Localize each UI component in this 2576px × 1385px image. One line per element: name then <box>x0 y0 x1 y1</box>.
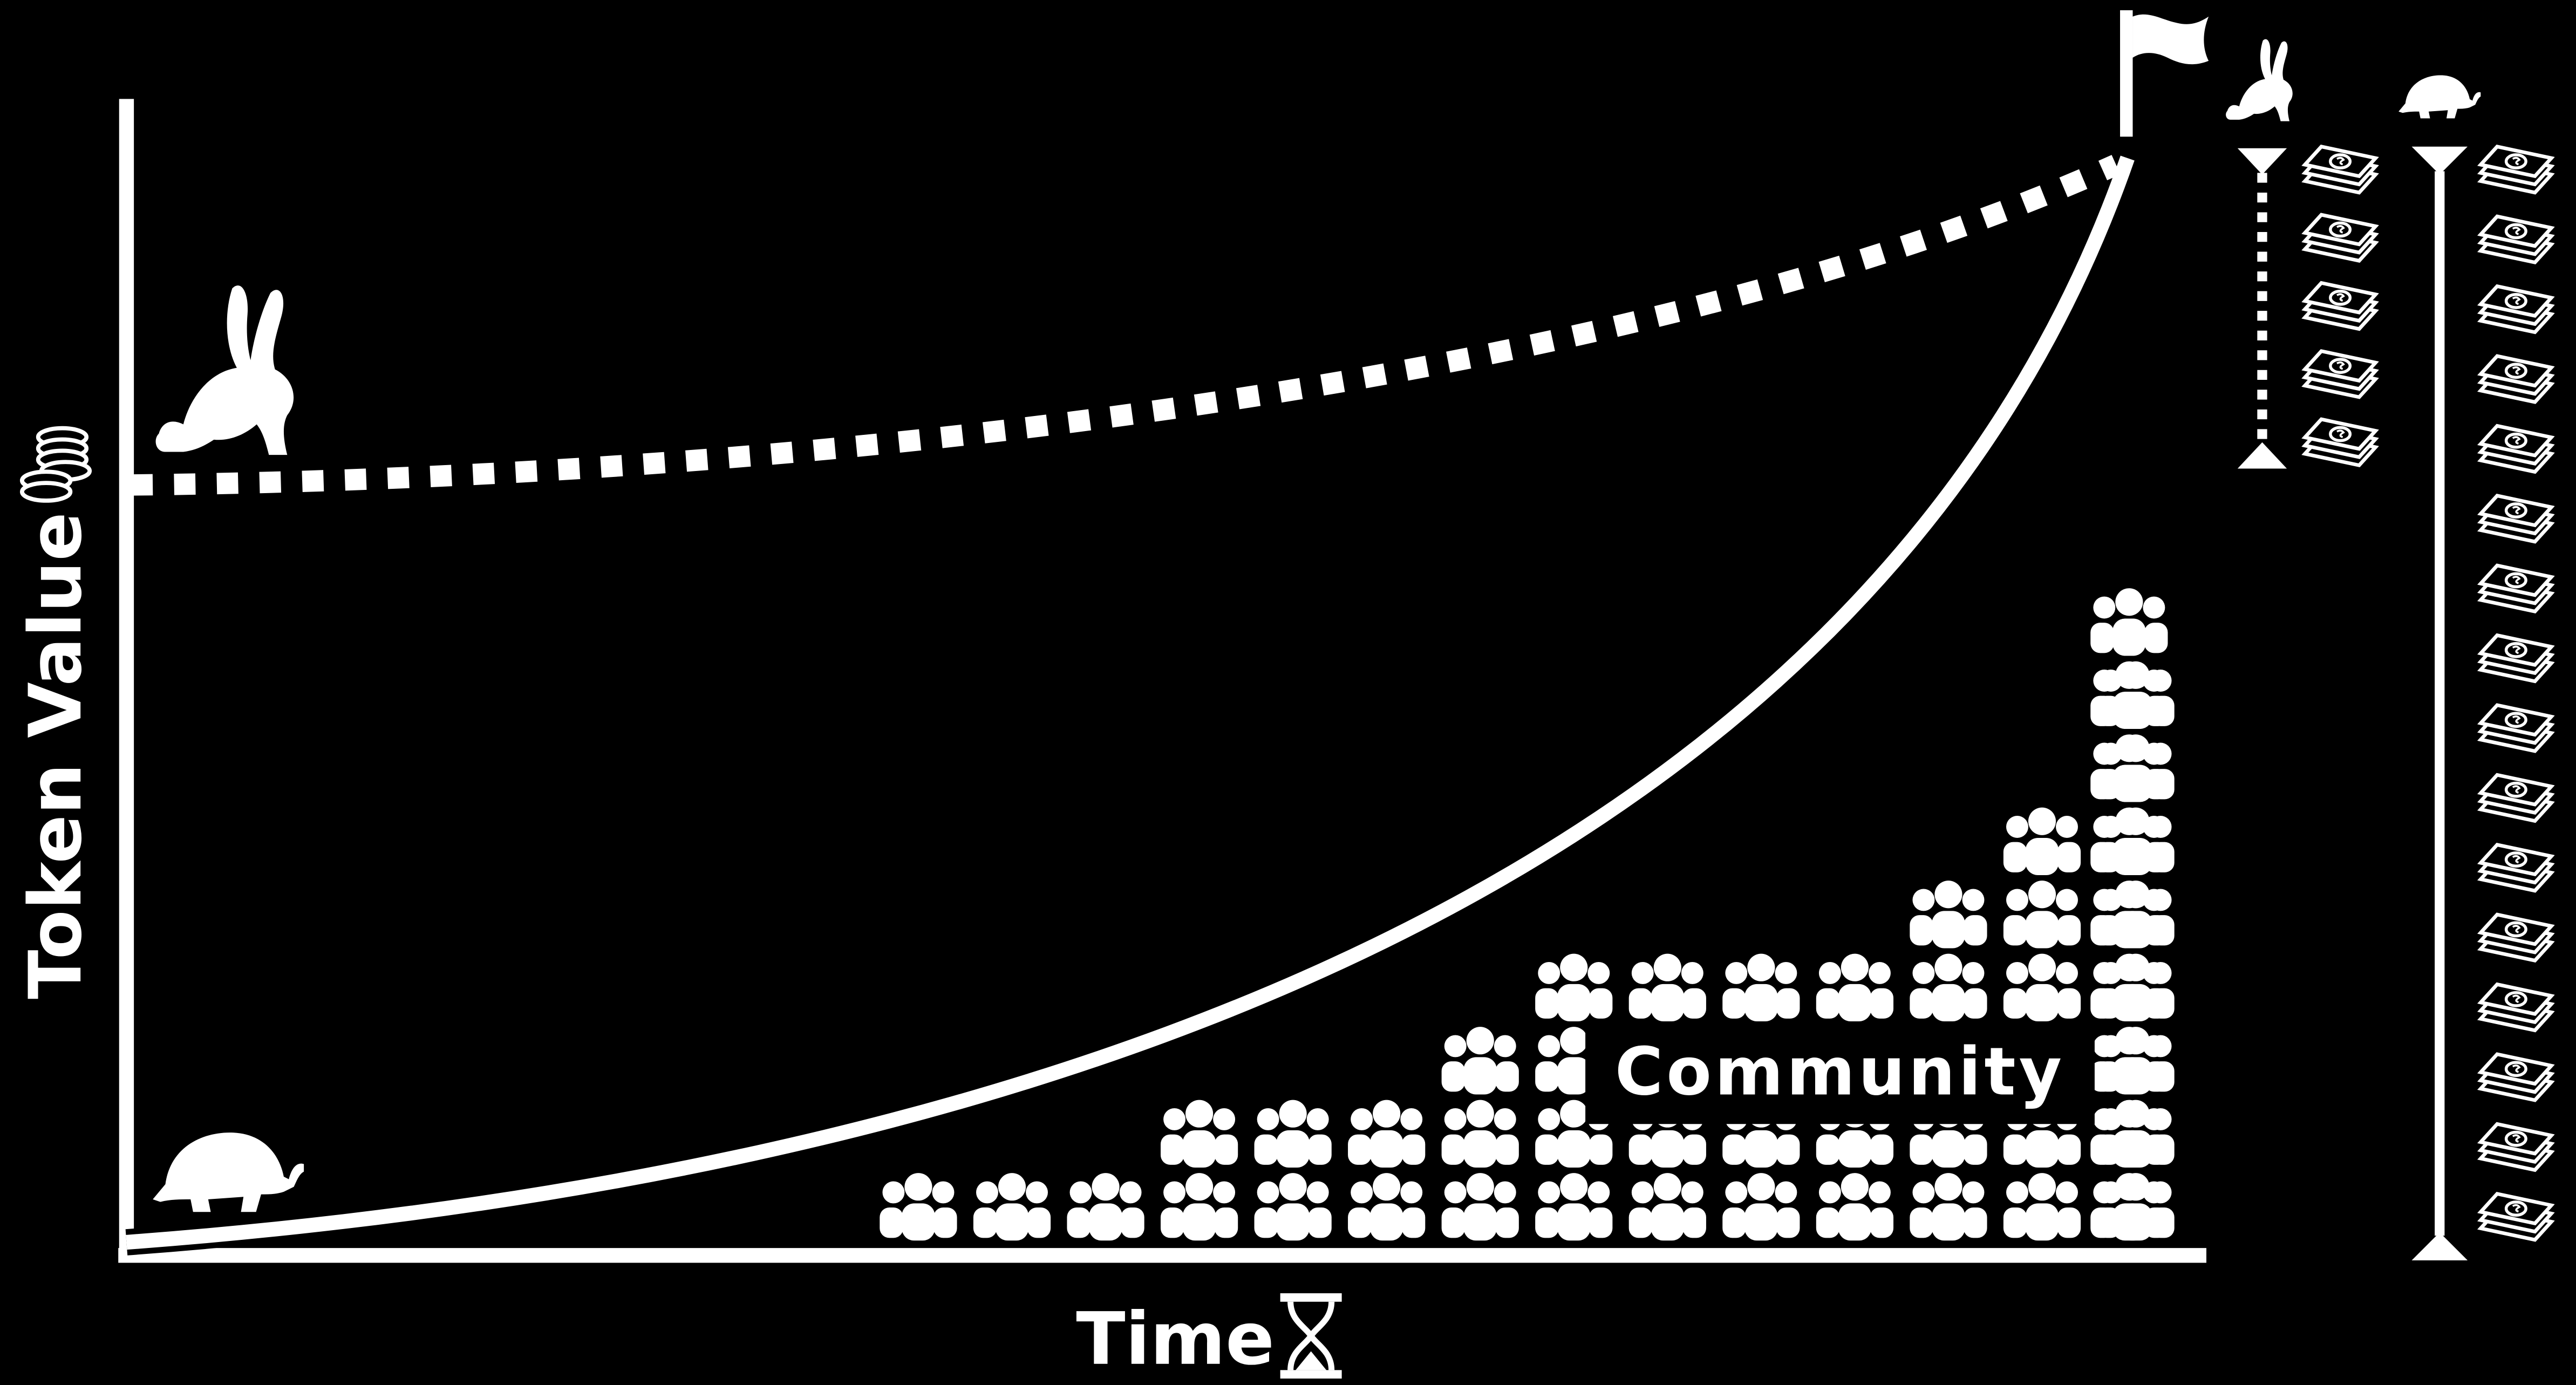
finish-flag-icon <box>2120 10 2209 137</box>
people-group-icon <box>1441 1100 1519 1168</box>
people-group-icon <box>1910 881 1987 949</box>
money-stack-icon <box>2480 775 2551 821</box>
people-group-icon <box>1441 1173 1519 1241</box>
money-stack-icon <box>2480 426 2551 472</box>
money-stack-icon <box>2480 1194 2551 1240</box>
people-group-icon <box>2090 807 2168 875</box>
money-stack-icon <box>2480 915 2551 960</box>
money-stack-icon <box>2480 635 2551 681</box>
people-group-icon <box>1535 1173 1613 1241</box>
people-group-icon <box>2090 1173 2168 1241</box>
turtle-path-curve <box>126 155 2135 1250</box>
money-stack-icon <box>2305 215 2376 261</box>
people-group-icon <box>2090 1100 2168 1168</box>
x-axis-label: Time <box>1076 1297 1275 1381</box>
people-group-icon <box>1160 1173 1238 1241</box>
money-stack-icon <box>2480 845 2551 891</box>
people-group-icon <box>1722 1173 1800 1241</box>
money-stack-icon <box>2305 351 2376 397</box>
money-stack-icon <box>2480 286 2551 332</box>
people-group-icon <box>1722 953 1800 1021</box>
people-group-icon <box>2090 953 2168 1021</box>
people-group-icon <box>2090 1027 2168 1095</box>
coin-stack-icon <box>22 428 90 501</box>
turtle-scale-icon <box>2398 75 2481 119</box>
people-group-icon <box>2003 881 2081 949</box>
money-stack-icon <box>2480 356 2551 402</box>
money-stack-icon <box>2480 1054 2551 1100</box>
people-group-icon <box>1628 1173 1706 1241</box>
community-people-grid <box>880 588 2175 1241</box>
money-stack-icon <box>2305 147 2376 193</box>
people-group-icon <box>2003 1173 2081 1241</box>
people-group-icon <box>1254 1173 1332 1241</box>
turtle-scale-bar <box>2411 146 2468 1260</box>
people-group-icon <box>2003 953 2081 1021</box>
money-stack-icon <box>2480 147 2551 193</box>
rabbit-money-column <box>2305 147 2376 466</box>
hourglass-icon <box>1280 1293 1342 1379</box>
rabbit-icon <box>155 285 294 455</box>
people-group-icon <box>1348 1100 1426 1168</box>
turtle-icon <box>153 1132 304 1212</box>
people-group-icon <box>1816 1173 1894 1241</box>
rabbit-path-dashed-curve <box>131 155 2121 496</box>
people-group-icon <box>1254 1100 1332 1168</box>
people-group-icon <box>1910 953 1987 1021</box>
people-group-icon <box>1628 953 1706 1021</box>
y-axis-label: Token Value <box>13 512 98 999</box>
people-group-icon <box>2090 734 2168 802</box>
money-stack-icon <box>2305 283 2376 329</box>
community-label: Community <box>1615 1033 2065 1110</box>
people-group-icon <box>1910 1173 1987 1241</box>
people-group-icon <box>1160 1100 1238 1168</box>
people-group-icon <box>1441 1027 1519 1095</box>
community-label-backing <box>1585 1022 2095 1124</box>
people-group-icon <box>1535 953 1613 1021</box>
money-stack-icon <box>2480 496 2551 542</box>
people-group-icon <box>2090 588 2168 656</box>
people-group-icon <box>880 1173 957 1241</box>
people-group-icon <box>2090 881 2168 949</box>
rabbit-scale-bar <box>2237 148 2287 469</box>
people-group-icon <box>1067 1173 1144 1241</box>
people-group-icon <box>2003 807 2081 875</box>
rabbit-scale-icon <box>2226 39 2293 121</box>
money-stack-icon <box>2480 216 2551 262</box>
people-group-icon <box>973 1173 1051 1241</box>
people-group-icon <box>1816 953 1894 1021</box>
money-stack-icon <box>2480 705 2551 751</box>
people-group-icon <box>2090 661 2168 729</box>
people-group-icon <box>1348 1173 1426 1241</box>
money-stack-icon <box>2480 1124 2551 1170</box>
turtle-money-column <box>2480 147 2551 1240</box>
money-stack-icon <box>2305 419 2376 465</box>
money-stack-icon <box>2480 565 2551 611</box>
money-stack-icon <box>2480 984 2551 1030</box>
